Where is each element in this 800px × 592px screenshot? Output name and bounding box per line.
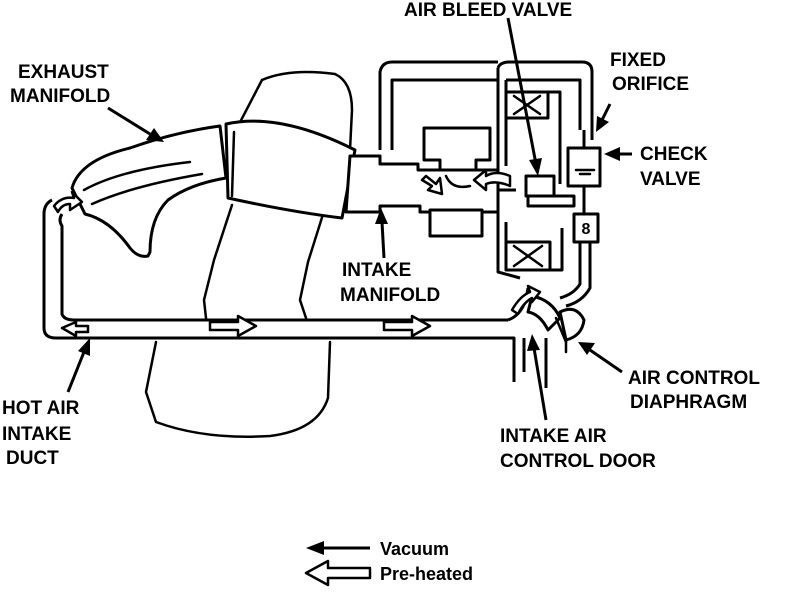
heat-shroud (224, 119, 357, 220)
legend: Vacuum Pre-heated (304, 539, 473, 587)
leader-check-valve-head (604, 147, 620, 161)
leader-hot-air-intake-duct (66, 351, 86, 393)
label-hot-air-intake-duct: HOT AIR INTAKE DUCT (2, 398, 85, 469)
leader-fixed-orifice-head (596, 116, 609, 132)
leader-air-bleed-valve-head (529, 158, 542, 176)
air-bleed-valve (524, 174, 576, 208)
label-exhaust-manifold: EXHAUST MANIFOLD (10, 62, 114, 107)
engine-block (144, 70, 354, 438)
leader-intake-air-control-door-head (527, 334, 540, 351)
legend-vacuum-label: Vacuum (380, 539, 449, 559)
leader-exhaust-manifold (107, 106, 151, 136)
label-check-valve-line2: VALVE (640, 169, 701, 190)
label-exhaust-manifold-line2: MANIFOLD (10, 86, 110, 107)
flow-arrow-2 (382, 314, 432, 338)
label-check-valve-line1: CHECK (640, 144, 708, 165)
check-valve (566, 130, 602, 214)
air-control-diaphragm (558, 307, 586, 354)
label-hot-air-intake-duct-line2: INTAKE (2, 424, 71, 445)
intake-manifold (344, 126, 500, 238)
leader-intake-air-control-door (532, 347, 548, 421)
flow-arrow-4 (52, 190, 84, 214)
label-intake-air-control-door: INTAKE AIR CONTROL DOOR (500, 426, 656, 472)
label-air-control-diaphragm: AIR CONTROL DIAPHRAGM (628, 368, 765, 413)
label-air-control-diaphragm-line1: AIR CONTROL (628, 368, 760, 389)
flow-arrows (52, 168, 542, 338)
flow-arrow-6 (510, 284, 542, 316)
sensor-badge: 8 (582, 221, 591, 238)
label-fixed-orifice-line1: FIXED (610, 50, 666, 71)
sensor-8: 8 (559, 212, 600, 308)
legend-vacuum: Vacuum (306, 539, 449, 559)
leader-exhaust-manifold-head (146, 128, 164, 142)
flow-arrow-7 (420, 174, 444, 196)
heat-shroud-edge (230, 130, 236, 198)
label-intake-air-control-door-line2: CONTROL DOOR (500, 451, 656, 472)
label-hot-air-intake-duct-line1: HOT AIR (2, 398, 80, 419)
air-cleaner-housing (496, 60, 594, 280)
leader-fixed-orifice (600, 103, 612, 121)
label-intake-manifold-line2: MANIFOLD (340, 285, 440, 306)
label-fixed-orifice-line2: ORIFICE (612, 74, 689, 95)
label-exhaust-manifold-line1: EXHAUST (18, 62, 109, 83)
leader-air-bleed-valve (506, 17, 538, 165)
legend-vacuum-arrowhead (306, 541, 324, 555)
label-air-control-diaphragm-line2: DIAPHRAGM (630, 392, 747, 413)
label-fixed-orifice: FIXED ORIFICE (610, 50, 689, 95)
leader-intake-manifold-head (375, 208, 388, 224)
label-intake-manifold-line1: INTAKE (342, 260, 411, 281)
leader-lines (66, 17, 632, 421)
leader-intake-manifold (380, 221, 386, 259)
flow-arrow-5 (60, 320, 90, 338)
label-air-bleed-valve: AIR BLEED VALVE (404, 0, 572, 21)
leader-air-control-diaphragm-head (578, 342, 595, 355)
vacuum-line-top (378, 60, 498, 150)
legend-pre-heated-label: Pre-heated (380, 564, 473, 584)
leader-hot-air-intake-duct-head (78, 338, 90, 356)
leader-air-control-diaphragm (589, 348, 623, 374)
legend-pre-heated-arrow (304, 559, 372, 587)
label-hot-air-intake-duct-line3: DUCT (6, 448, 59, 469)
label-check-valve: CHECK VALVE (640, 144, 713, 190)
flow-arrow-3 (472, 168, 512, 192)
flow-arrow-1 (208, 314, 258, 338)
legend-pre-heated: Pre-heated (304, 559, 473, 587)
label-intake-air-control-door-line1: INTAKE AIR (500, 426, 607, 447)
label-intake-manifold: INTAKE MANIFOLD (340, 260, 440, 306)
exhaust-manifold (70, 124, 228, 258)
